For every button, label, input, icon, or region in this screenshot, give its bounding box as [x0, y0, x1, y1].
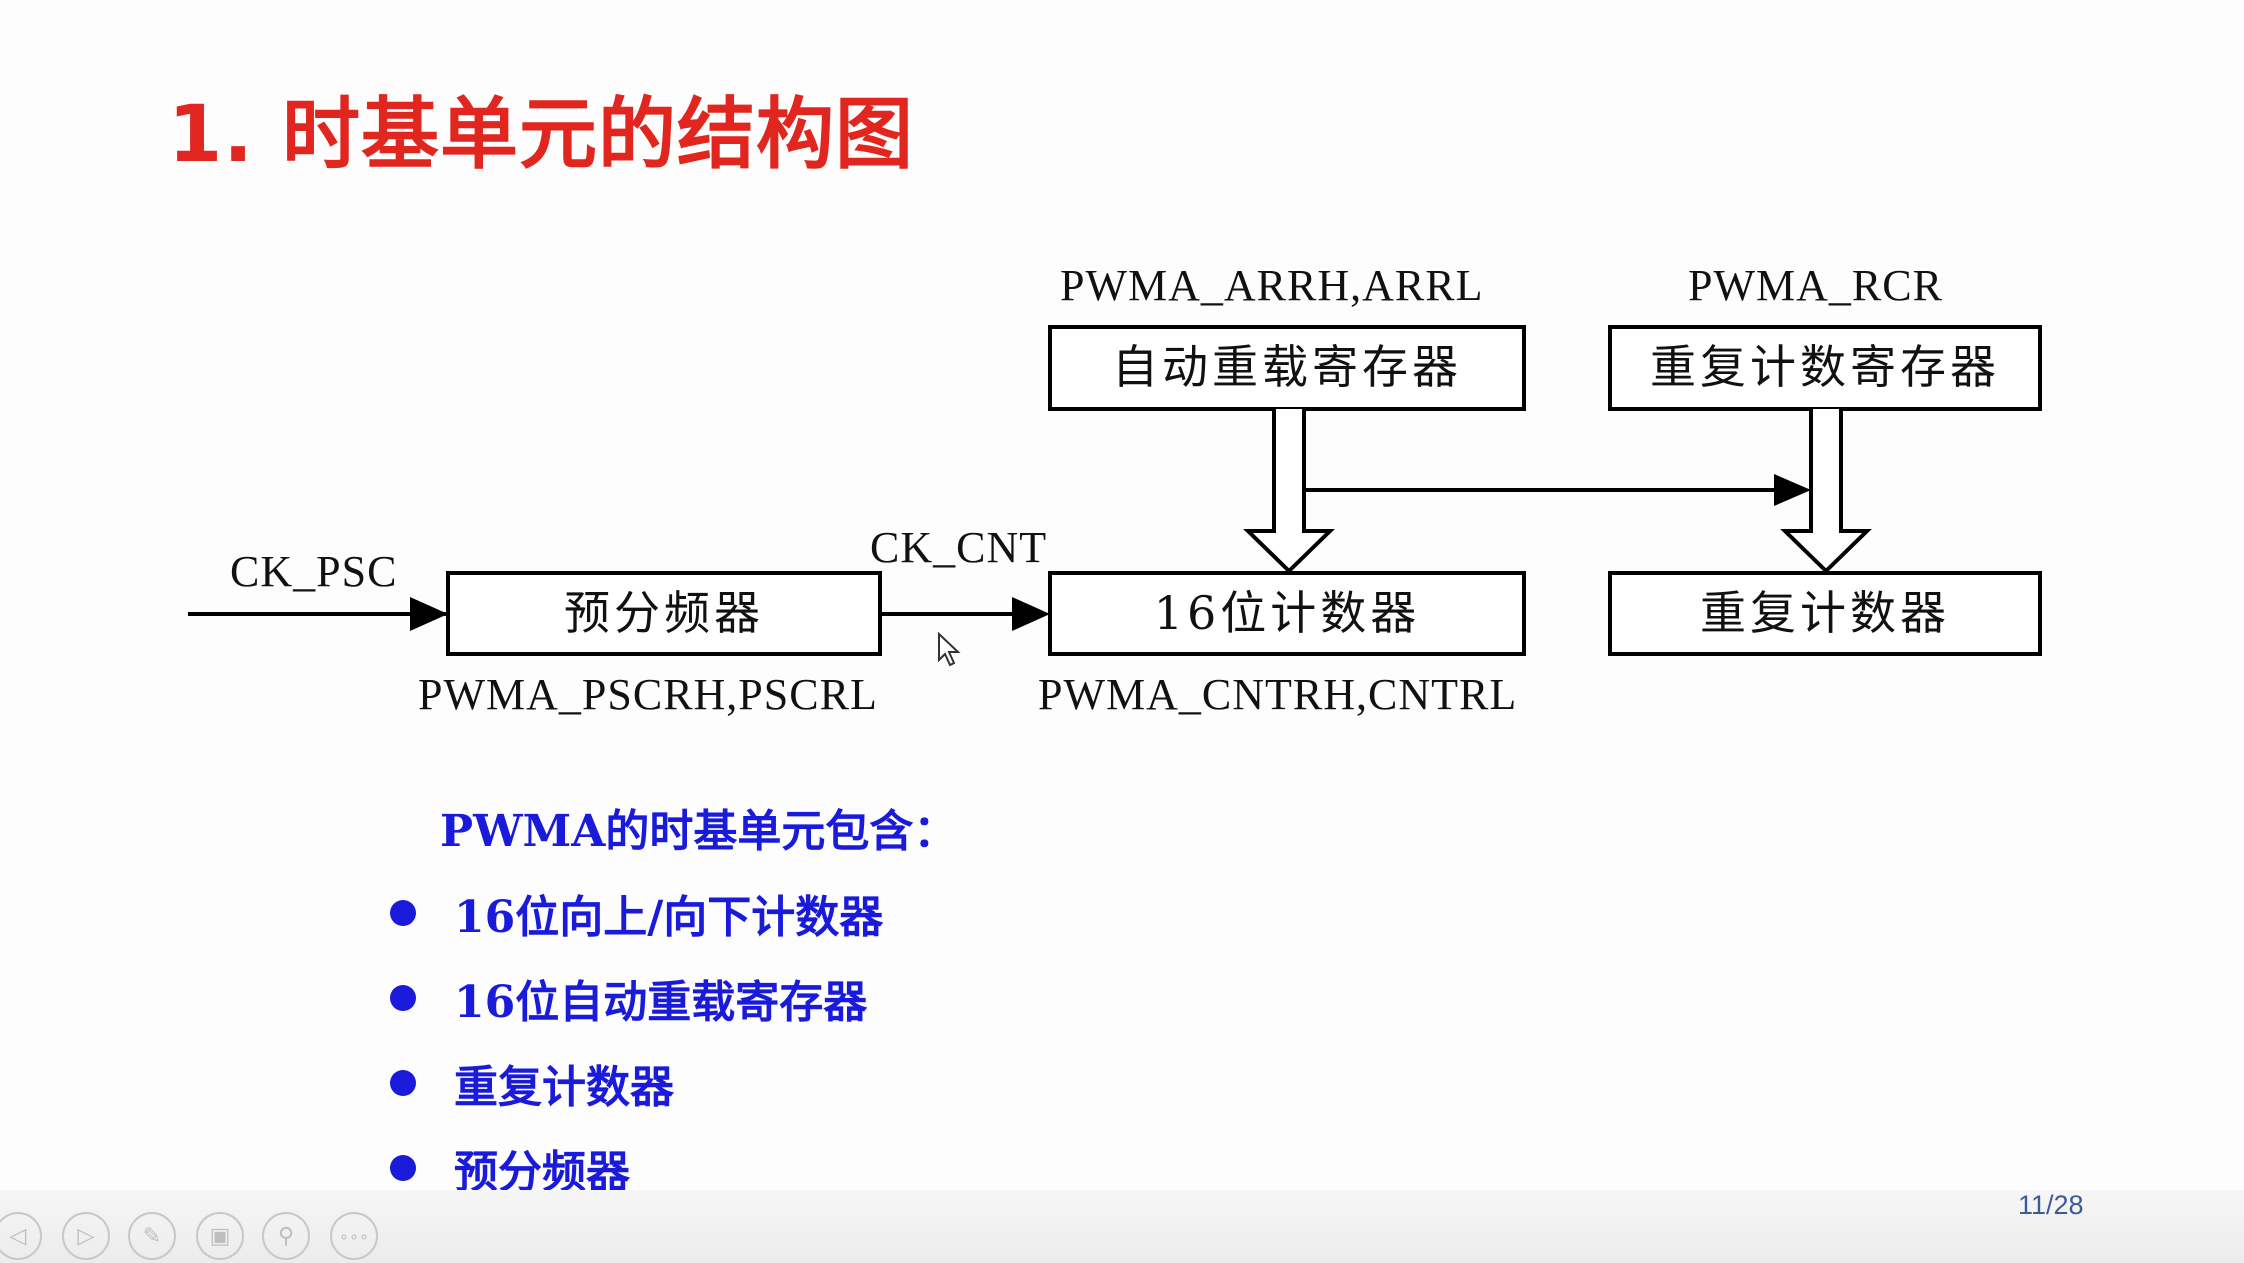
update-event-arrowhead [1774, 474, 1811, 506]
prescaler-register-label: PWMA_PSCRH,PSCRL [418, 670, 878, 719]
list-item: 预分频器 [390, 1125, 883, 1210]
list-item: 16位自动重载寄存器 [390, 955, 883, 1040]
bullet-list: 16位向上/向下计数器 16位自动重载寄存器 重复计数器 预分频器 [390, 870, 883, 1210]
list-item-text: 16位自动重载寄存器 [454, 976, 868, 1028]
list-item: 16位向上/向下计数器 [390, 870, 883, 955]
input-arrowhead [410, 597, 448, 631]
counter-box-label: 16位计数器 [1154, 586, 1421, 640]
slide-title: 1. 时基单元的结构图 [168, 90, 915, 180]
next-icon[interactable]: ▷ [62, 1212, 110, 1260]
ck-cnt-label: CK_CNT [870, 523, 1047, 572]
mouse-cursor-icon [938, 632, 961, 667]
repeat-register-box-label: 重复计数寄存器 [1650, 340, 2000, 394]
ck-cnt-arrowhead [1012, 597, 1050, 631]
reload-hollow-arrow [1243, 409, 1335, 574]
list-item-text: 16位向上/向下计数器 [454, 891, 884, 943]
page-indicator: 11/28 [2018, 1190, 2084, 1220]
prescaler-box [446, 571, 882, 656]
bullet-dot-icon [390, 899, 416, 926]
bullet-dot-icon [390, 1154, 416, 1181]
prescaler-box-label: 预分频器 [564, 586, 764, 640]
counter-box [1048, 571, 1526, 656]
repeat-register-label: PWMA_RCR [1688, 261, 1943, 310]
bullet-dot-icon [390, 1069, 416, 1096]
list-item-text: 重复计数器 [454, 1061, 674, 1113]
repeat-counter-box [1608, 571, 2042, 656]
slides-icon[interactable]: ▣ [196, 1212, 244, 1260]
auto-reload-box [1048, 325, 1526, 411]
zoom-icon[interactable]: ⚲ [262, 1212, 310, 1260]
more-icon[interactable]: ∘∘∘ [330, 1212, 378, 1260]
repeat-register-box [1608, 325, 2042, 411]
intro-text: PWMA的时基单元包含： [440, 806, 958, 857]
counter-register-label: PWMA_CNTRH,CNTRL [1038, 670, 1517, 719]
ck-psc-label: CK_PSC [230, 547, 397, 596]
prev-icon[interactable]: ◁ [0, 1212, 42, 1260]
auto-reload-box-label: 自动重载寄存器 [1112, 340, 1462, 394]
repeat-counter-box-label: 重复计数器 [1700, 586, 1950, 640]
list-item: 重复计数器 [390, 1040, 883, 1125]
auto-reload-register-label: PWMA_ARRH,ARRL [1060, 261, 1484, 310]
bullet-dot-icon [390, 984, 416, 1011]
list-item-text: 预分频器 [454, 1146, 630, 1198]
pen-icon[interactable]: ✎ [128, 1212, 176, 1260]
